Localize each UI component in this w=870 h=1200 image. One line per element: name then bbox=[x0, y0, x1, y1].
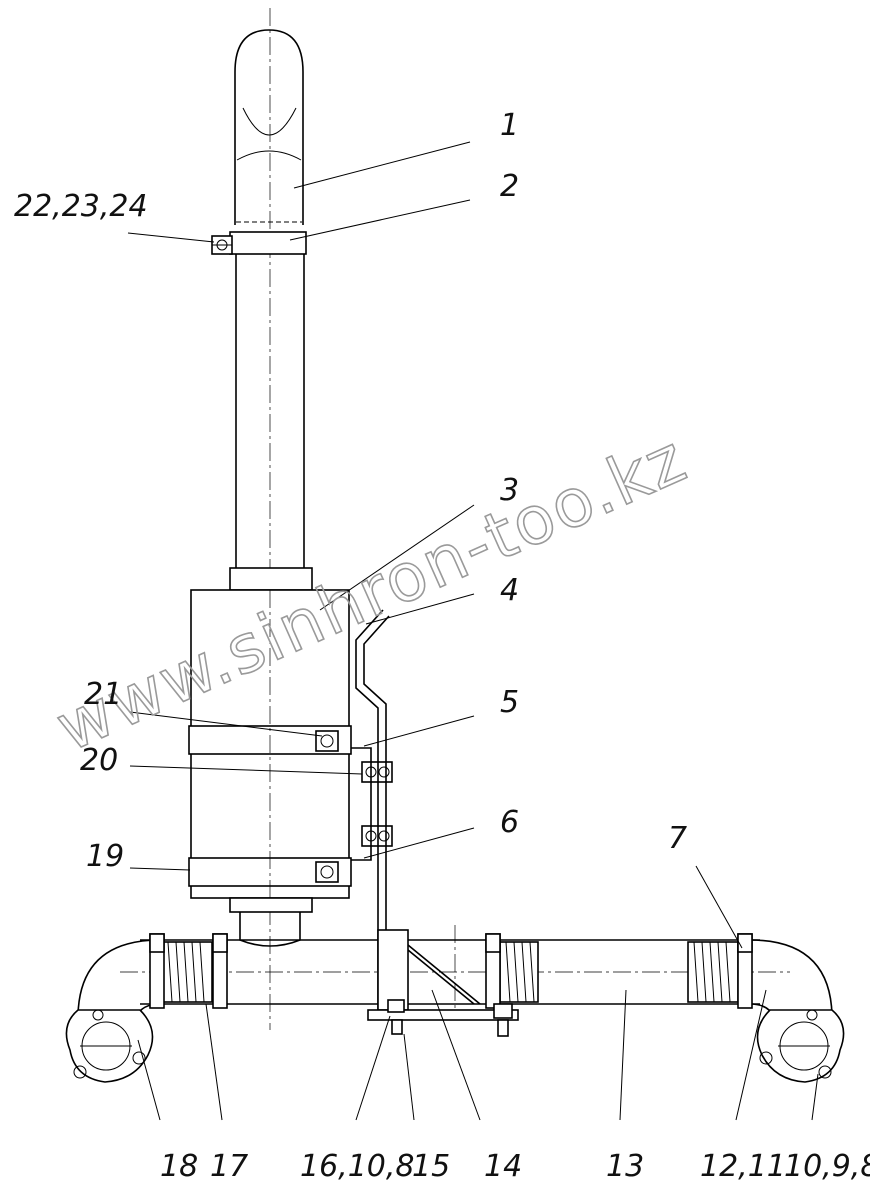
label-14: 14 bbox=[484, 1149, 522, 1184]
label-1: 1 bbox=[500, 108, 519, 143]
label-13: 13 bbox=[606, 1149, 644, 1184]
vertical-exhaust-pipe bbox=[229, 254, 313, 591]
label-18: 18 bbox=[160, 1149, 198, 1184]
corrugated-hose-right bbox=[687, 941, 739, 1003]
corrugated-hose-left-part-17 bbox=[161, 941, 213, 1003]
label-12-11: 12,11 bbox=[700, 1149, 786, 1184]
label-21: 21 bbox=[84, 677, 122, 712]
label-2: 2 bbox=[500, 169, 519, 204]
bracket-part-4 bbox=[351, 609, 390, 1010]
left-elbow-pipe-part-18 bbox=[65, 939, 161, 1083]
corrugated-hose-middle bbox=[499, 941, 539, 1003]
label-10-9-8: 10,9,8 bbox=[784, 1149, 870, 1184]
support-bracket-part-14 bbox=[367, 925, 519, 1037]
label-15: 15 bbox=[412, 1149, 450, 1184]
leader-lines bbox=[127, 141, 819, 1121]
label-6: 6 bbox=[500, 805, 519, 840]
right-elbow-pipe-part-12 bbox=[749, 939, 845, 1083]
label-22-23-24: 22,23,24 bbox=[14, 189, 148, 224]
muffler-outlet-neck bbox=[229, 897, 313, 947]
clamp-part-2 bbox=[211, 231, 307, 255]
label-7: 7 bbox=[668, 821, 687, 856]
label-4: 4 bbox=[500, 573, 519, 608]
watermark: www.sinhron-too.kz bbox=[45, 420, 698, 767]
label-17: 17 bbox=[210, 1149, 248, 1184]
label-20: 20 bbox=[80, 743, 118, 778]
position-labels: 1 2 22,23,24 3 4 5 21 20 6 19 7 18 17 16… bbox=[14, 108, 870, 1184]
label-16-10-8: 16,10,8 bbox=[300, 1149, 415, 1184]
label-3: 3 bbox=[500, 473, 519, 508]
label-5: 5 bbox=[500, 685, 519, 720]
exhaust-tip-part-1 bbox=[234, 29, 304, 225]
label-19: 19 bbox=[86, 839, 124, 874]
pipe-clamp-bands bbox=[149, 933, 753, 1009]
